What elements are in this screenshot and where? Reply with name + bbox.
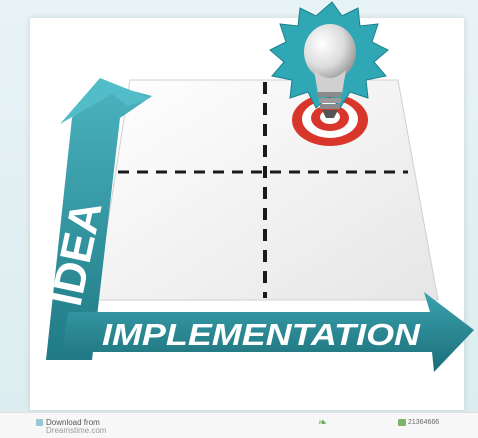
implementation-label: IMPLEMENTATION xyxy=(102,317,421,352)
idea-arrow-head xyxy=(60,78,150,124)
idea-arrow xyxy=(46,82,152,360)
stock-footer: Download from Dreamstime.com ❧ 21364666 xyxy=(0,412,478,438)
download-text: Download from Dreamstime.com xyxy=(46,418,107,435)
lightbulb-icon xyxy=(304,24,356,118)
image-id: 21364666 xyxy=(408,419,440,426)
swirl-logo-icon: ❧ xyxy=(318,417,328,429)
id-icon xyxy=(398,419,406,426)
implementation-arrow xyxy=(62,292,474,372)
target xyxy=(292,94,368,146)
download-icon xyxy=(36,419,43,426)
